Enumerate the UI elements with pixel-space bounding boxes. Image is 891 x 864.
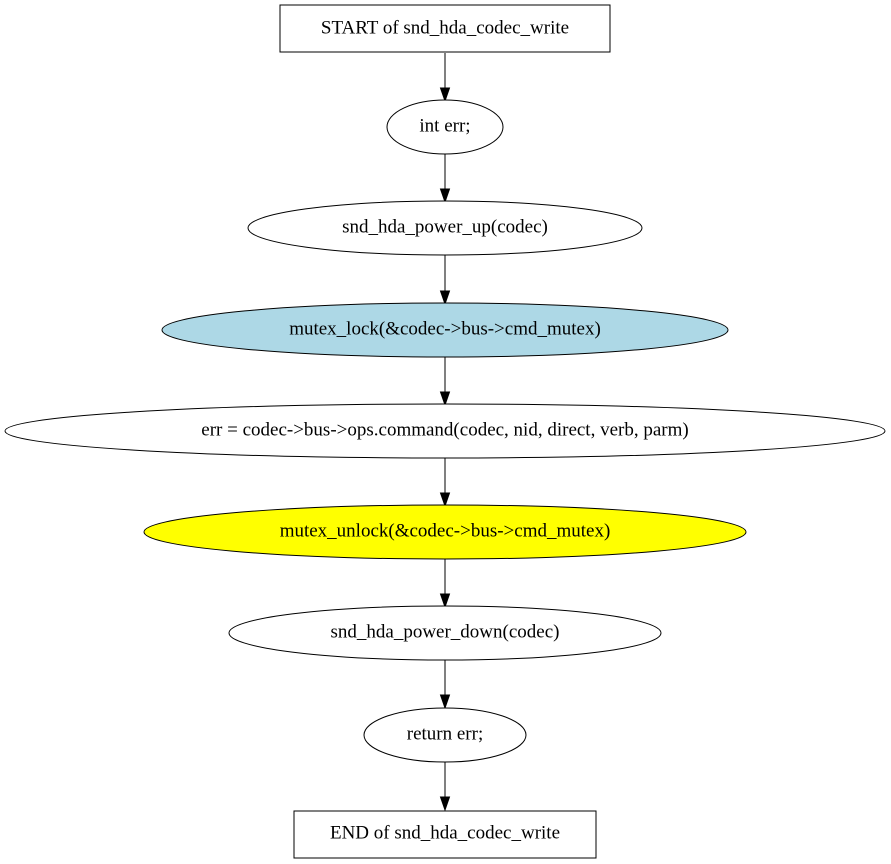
edge-mutex-unlock-to-power-down	[439, 559, 451, 609]
start-node-label: START of snd_hda_codec_write	[321, 17, 569, 38]
mutex-lock-node-ellipse	[161, 302, 729, 358]
return-node-ellipse	[363, 707, 527, 763]
end-node-box	[293, 810, 597, 859]
power-up-node-ellipse	[247, 200, 643, 256]
edge-return-to-end	[439, 762, 451, 812]
command-node: err = codec->bus->ops.command(codec, nid…	[4, 403, 886, 459]
edges	[439, 53, 451, 812]
power-down-node: snd_hda_power_down(codec)	[228, 605, 662, 661]
power-down-node-ellipse	[228, 605, 662, 661]
decl-node-ellipse	[386, 99, 504, 155]
power-up-node: snd_hda_power_up(codec)	[247, 200, 643, 256]
mutex-unlock-node-ellipse	[143, 504, 747, 560]
edge-mutex-lock-to-command	[439, 356, 451, 407]
mutex-lock-node-label: mutex_lock(&codec->bus->cmd_mutex)	[289, 318, 601, 339]
return-node-label: return err;	[407, 723, 483, 744]
decl-node-label: int err;	[419, 115, 470, 136]
power-down-node-label: snd_hda_power_down(codec)	[331, 621, 560, 642]
decl-node: int err;	[386, 99, 504, 155]
command-node-ellipse	[4, 403, 886, 459]
end-node-label: END of snd_hda_codec_write	[330, 822, 560, 843]
start-node-box	[279, 4, 611, 53]
start-node: START of snd_hda_codec_write	[279, 4, 611, 53]
edge-power-down-to-return	[439, 660, 451, 710]
nodes: START of snd_hda_codec_write int err; sn…	[4, 4, 886, 859]
edge-start-to-decl	[439, 53, 451, 103]
mutex-unlock-node: mutex_unlock(&codec->bus->cmd_mutex)	[143, 504, 747, 560]
end-node: END of snd_hda_codec_write	[293, 810, 597, 859]
return-node: return err;	[363, 707, 527, 763]
mutex-lock-node: mutex_lock(&codec->bus->cmd_mutex)	[161, 302, 729, 358]
edge-power-up-to-mutex-lock	[439, 255, 451, 306]
command-node-label: err = codec->bus->ops.command(codec, nid…	[201, 419, 688, 440]
edge-decl-to-power-up	[439, 154, 451, 204]
edge-command-to-mutex-unlock	[439, 457, 451, 508]
mutex-unlock-node-label: mutex_unlock(&codec->bus->cmd_mutex)	[280, 520, 611, 541]
power-up-node-label: snd_hda_power_up(codec)	[342, 216, 548, 237]
